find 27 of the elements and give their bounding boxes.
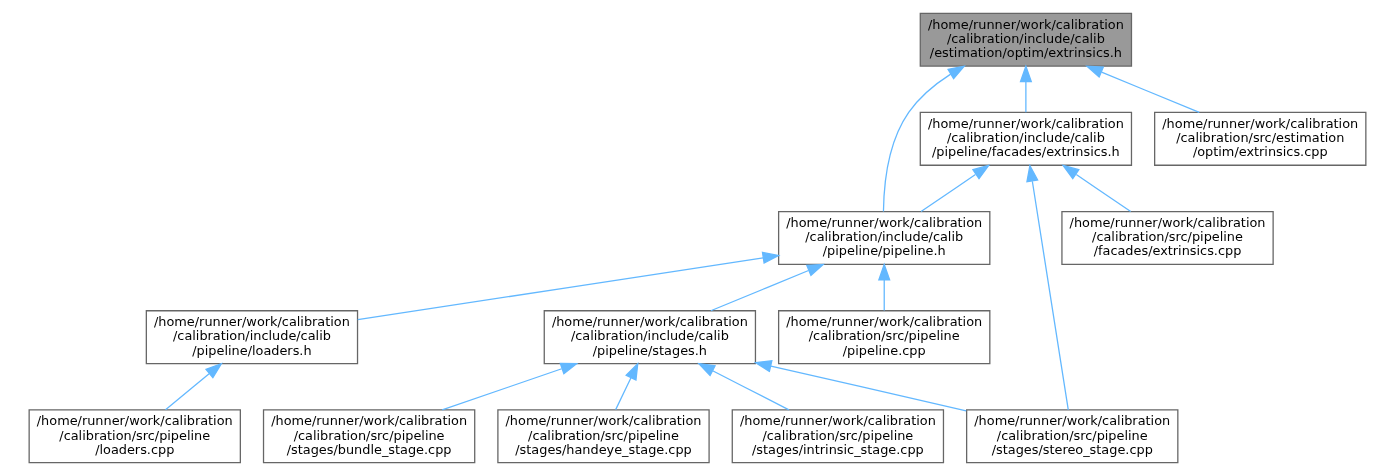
node-box: /home/runner/work/calibration /calibration/include/calib /pipeline/pipeline.h	[778, 210, 991, 266]
node-box: /home/runner/work/calibration /calibration/src/estimation /optim/extrinsics.cpp	[1154, 111, 1367, 166]
arrow	[1019, 64, 1033, 113]
node-box: /home/runner/work/calibration /calibration/include/calib /pipeline/stages.h	[543, 310, 757, 365]
arrow	[697, 362, 790, 411]
node-box: /home/runner/work/calibration /calibration/src/pipeline /pipeline.cpp	[778, 310, 991, 365]
arrow	[753, 360, 967, 412]
node-box: /home/runner/work/calibration /calibration/src/pipeline /loaders.cpp	[28, 409, 241, 464]
arrow	[877, 262, 891, 312]
arrow	[1026, 163, 1069, 411]
arrow	[1085, 65, 1200, 114]
node-box: /home/runner/work/calibration /calibration/include/calib /pipeline/facades/extrinsics.h	[919, 111, 1133, 166]
arrow	[710, 263, 825, 312]
node-box: /home/runner/work/calibration /calibration/src/pipeline /facades/extrinsics.cpp	[1061, 210, 1274, 266]
node-box: /home/runner/work/calibration /calibration/src/pipeline /stages/intrinsic_stage.cpp	[731, 409, 945, 464]
arrow	[164, 362, 223, 411]
arrow	[920, 164, 991, 213]
arrow	[1061, 164, 1132, 213]
node-box: /home/runner/work/calibration /calibration/src/pipeline /stages/handeye_stage.cpp	[497, 409, 710, 464]
arrow	[441, 362, 579, 411]
node-box: /home/runner/work/calibration /calibration/include/calib /estimation/optim/extrinsics.h	[919, 12, 1133, 67]
arrow	[882, 65, 966, 213]
arrow	[357, 251, 781, 321]
node-box: /home/runner/work/calibration /calibration/src/pipeline /stages/bundle_stage.cpp	[262, 409, 476, 464]
arrow	[615, 361, 639, 411]
node-box: /home/runner/work/calibration /calibration/include/calib /pipeline/loaders.h	[145, 310, 359, 365]
node-box: /home/runner/work/calibration /calibration/src/pipeline /stages/stereo_stage.cpp	[966, 409, 1179, 464]
